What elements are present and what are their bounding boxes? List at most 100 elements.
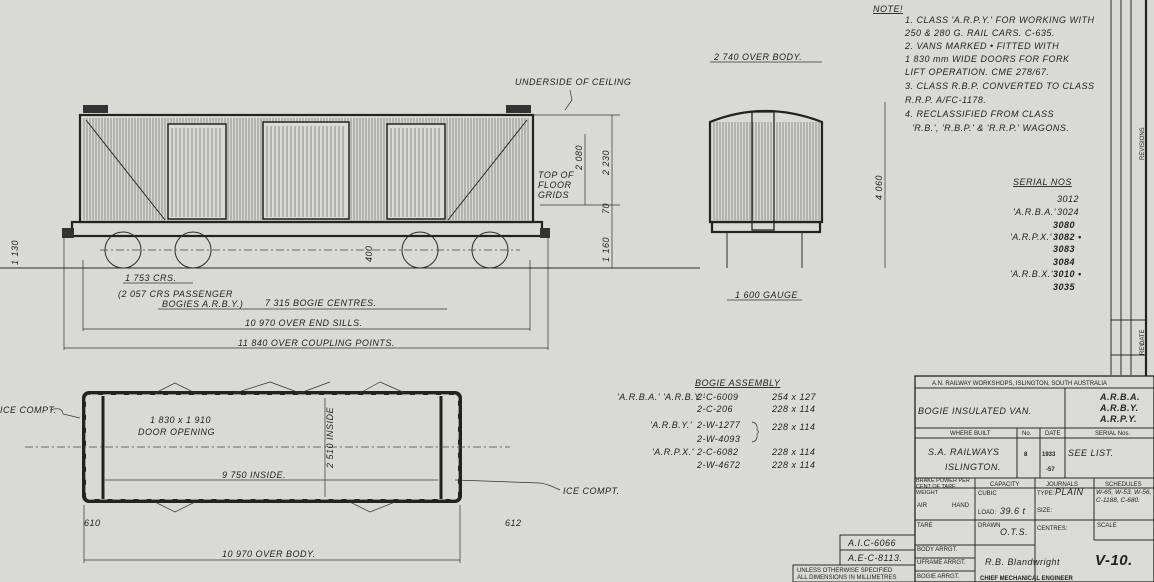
dim-over-body-width: 2 740 OVER BODY. (713, 52, 802, 62)
door-size: 1 830 x 1 910 (150, 415, 211, 425)
note-line: 1. CLASS 'A.R.P.Y.' FOR WORKING WITH (905, 15, 1094, 25)
note-line: R.R.P. A/FC-1178. (905, 95, 986, 105)
signature: R.B. Blandwright (985, 557, 1060, 567)
title-block: A.N. RAILWAY WORKSHOPS, ISLINGTON, SOUTH… (792, 375, 1154, 582)
end-elevation: 2 740 OVER BODY. 4 060 1 600 GAUGE (708, 52, 886, 301)
serial-no: 3035 (1053, 282, 1076, 292)
where-built-value: S.A. RAILWAYS (928, 447, 999, 457)
bogie-part: 2-W-4093 (696, 434, 740, 444)
serial-numbers: SERIAL NOS 3012 'A.R.B.A.' 3024 3080 'A.… (1010, 177, 1082, 292)
load-value: 39.6 t (1000, 506, 1026, 516)
bogie-class: 'A.R.B.A.' 'A.R.B.Y.' (617, 392, 705, 402)
class-code: A.R.B.A. (1099, 392, 1140, 402)
bogie-heading: BOGIE ASSEMBLY (695, 378, 781, 388)
bogie-part: 2-C-6082 (696, 447, 739, 457)
serial-no: 3084 (1053, 257, 1075, 267)
van-end (708, 109, 824, 224)
dim-end-left: 610 (84, 518, 101, 528)
dim-inside-width: 2 510 INSIDE (325, 406, 335, 469)
schedules-label: SCHEDULES (1105, 482, 1142, 488)
hand-label: HAND (952, 503, 970, 509)
bogie-size: 254 x 127 (771, 392, 817, 402)
note-line: 3. CLASS R.B.P. CONVERTED TO CLASS (905, 81, 1095, 91)
ice-compartment-label: ICE COMPT. (563, 486, 620, 496)
bogie-class: 'A.R.P.X.' (652, 447, 694, 457)
drawn-value: O.T.S. (1000, 527, 1028, 537)
date-label: DATE (1045, 431, 1061, 437)
serial-no: 3080 (1053, 220, 1075, 230)
note-line: 250 & 280 G. RAIL CARS. C-635. (904, 28, 1055, 38)
bogie-size: 228 x 114 (771, 460, 815, 470)
size-label: SIZE: (1037, 508, 1052, 514)
notes: NOTE! 1. CLASS 'A.R.P.Y.' FOR WORKING WI… (873, 4, 1095, 133)
dim-2057: (2 057 CRS PASSENGER (118, 289, 233, 299)
works-name: A.N. RAILWAY WORKSHOPS, ISLINGTON, SOUTH… (932, 381, 1107, 387)
notes-heading: NOTE! (873, 4, 903, 14)
ice-compartment-label: ICE COMPT. (0, 405, 57, 415)
dim-2057-note: BOGIES A.R.B.Y.) (162, 299, 243, 309)
dim-bogie-centres: 7 315 BOGIE CENTRES. (265, 298, 377, 308)
bogie-part: 2-W-4672 (696, 460, 740, 470)
dim-1753: 1 753 CRS. (125, 273, 177, 283)
class-code: A.R.B.Y. (1099, 403, 1139, 413)
body-ref: A.I.C-6066 (847, 538, 896, 548)
serial-class: 'A.R.B.X.' (1010, 269, 1053, 279)
dim-400: 400 (364, 245, 374, 262)
drawing-number: V-10. (1095, 552, 1133, 569)
rev-date-label: DATE (1140, 329, 1146, 345)
serial-no: 3012 (1057, 194, 1079, 204)
label-top-floor: FLOOR (538, 180, 572, 190)
serial-no: 3010 • (1053, 269, 1082, 279)
dim-2080: 2 080 (574, 145, 584, 171)
label-top-floor: TOP OF (538, 170, 574, 180)
schedules-value: W-65, W-53, W-56, C-1188, C-680. (1096, 489, 1152, 504)
dim-70: 70 (601, 203, 611, 214)
type-value: PLAIN (1055, 487, 1084, 497)
note-line: 4. RECLASSIFIED FROM CLASS (905, 109, 1054, 119)
revisions-label: REVISIONS (1140, 127, 1146, 160)
note-line: 'R.B.', 'R.B.P.' & 'R.R.P.' WAGONS. (912, 123, 1069, 133)
class-code: A.R.P.Y. (1099, 414, 1137, 424)
type-label: TYPE: (1037, 491, 1055, 497)
label-underside-ceiling: UNDERSIDE OF CEILING (515, 77, 631, 87)
air-label: AIR (917, 503, 928, 509)
dim-over-coupling-points: 11 840 OVER COUPLING POINTS. (238, 338, 395, 348)
side-door (262, 121, 350, 220)
rev-label: REV. (1140, 341, 1146, 355)
cubic-label: CUBIC (978, 491, 997, 497)
journals-label: JOURNALS (1046, 482, 1078, 488)
brake-power-label: BRAKE POWER PER CENT OF TARE WEIGHT (916, 478, 970, 496)
bogie-class: 'A.R.B.Y.' (650, 420, 692, 430)
load-label: LOAD: (978, 510, 996, 516)
plan-view: 2 510 INSIDE 9 750 INSIDE. 1 830 x 1 910… (0, 381, 620, 563)
serial-no: 3024 (1057, 207, 1079, 217)
capacity-label: CAPACITY (990, 482, 1020, 488)
drawn-label: DRAWN (978, 523, 1000, 529)
note-line: 2. VANS MARKED • FITTED WITH (904, 41, 1059, 51)
uframe-arrgt-label: UFRAME ARRGT. (917, 560, 966, 566)
bogie-part: 2-C-6009 (696, 392, 739, 402)
tare-label: TARE (917, 523, 933, 529)
bogie-size: 228 x 114 (771, 404, 815, 414)
scale-label: SCALE (1097, 523, 1117, 529)
end-ladder (751, 111, 775, 231)
dim-rail-height: 1 130 (10, 240, 20, 265)
dim-4060: 4 060 (874, 175, 884, 200)
where-built-label: WHERE BUILT (950, 431, 991, 437)
bogie-part: 2-C-206 (696, 404, 733, 414)
underframe (70, 220, 544, 238)
dim-over-end-sills: 10 970 OVER END SILLS. (245, 318, 363, 328)
serial-value: SEE LIST. (1068, 448, 1114, 458)
serial-class: 'A.R.B.A.' (1013, 207, 1056, 217)
number-label: No. (1022, 431, 1032, 437)
date-value: 1933 (1042, 452, 1056, 458)
dim-1160: 1 160 (601, 237, 611, 262)
dims-note: ALL DIMENSIONS IN MILLIMETRES (797, 575, 896, 581)
dim-inside-length: 9 750 INSIDE. (222, 470, 286, 480)
note-line: LIFT OPERATION. CME 278/67. (905, 67, 1049, 77)
dims-note: UNLESS OTHERWISE SPECIFIED (797, 568, 893, 574)
bogie-assembly-table: BOGIE ASSEMBLY 'A.R.B.A.' 'A.R.B.Y.' 2-C… (617, 378, 817, 470)
serial-class: 'A.R.P.X.' (1010, 232, 1052, 242)
